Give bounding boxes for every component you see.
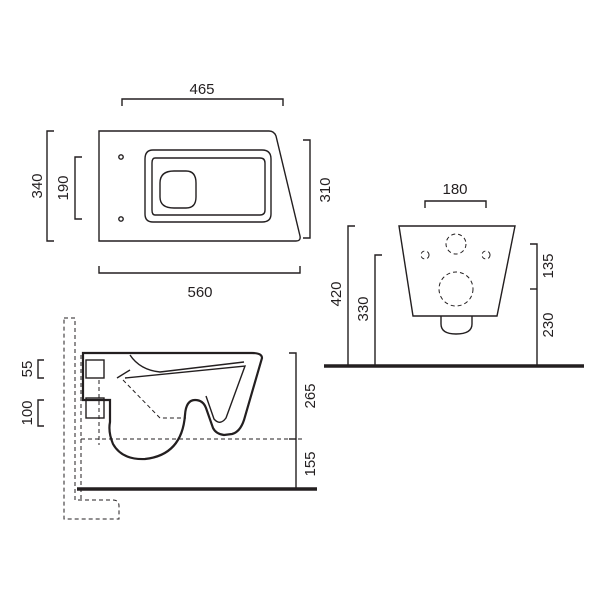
outlet-connector xyxy=(85,397,105,419)
inlet-connector xyxy=(85,359,105,379)
dim-lower-hole-height: 230 xyxy=(540,312,557,337)
side-view-bowl xyxy=(81,351,264,461)
dim-bolt-spacing: 190 xyxy=(55,175,72,200)
top-view-bowl xyxy=(151,157,266,216)
dim-outlet-diameter: 100 xyxy=(19,400,36,425)
front-view-body xyxy=(398,225,516,317)
side-view-inner-bowl xyxy=(124,365,247,423)
top-view-outline xyxy=(98,130,301,242)
inlet-spud xyxy=(116,369,131,379)
dim-line-310 xyxy=(303,139,311,239)
bolt-hole-upper xyxy=(118,154,124,160)
top-view-outlet xyxy=(159,170,197,209)
front-view: 180 420 330 135 230 xyxy=(324,181,584,368)
dim-line-330 xyxy=(374,254,382,366)
dim-width-back: 340 xyxy=(29,173,46,198)
front-view-outlet xyxy=(440,316,473,335)
dim-line-465 xyxy=(121,98,284,106)
wall-outline xyxy=(63,317,120,520)
upper-inlet-hole xyxy=(445,233,467,255)
left-fixing-hole xyxy=(420,250,430,260)
dim-width-front: 310 xyxy=(317,177,334,202)
top-view-rim xyxy=(144,149,272,223)
bolt-hole-lower xyxy=(118,216,124,222)
dim-inlet-offset: 55 xyxy=(19,361,36,378)
dim-line-135-230 xyxy=(530,243,538,366)
right-fixing-hole xyxy=(481,250,491,260)
side-view: 55 100 265 155 xyxy=(19,317,319,520)
dim-hole-spacing: 180 xyxy=(442,181,467,198)
dim-line-560 xyxy=(98,266,301,274)
dim-line-265-155 xyxy=(289,352,297,490)
dim-bowl-length: 465 xyxy=(189,81,214,98)
dim-line-100 xyxy=(37,399,44,427)
side-view-rim xyxy=(129,354,245,373)
dim-total-length: 560 xyxy=(187,284,212,301)
top-view: 465 560 340 190 310 xyxy=(29,81,334,301)
dim-line-55 xyxy=(37,359,44,379)
dim-bowl-height: 265 xyxy=(302,383,319,408)
inlet-pipe xyxy=(122,379,186,419)
dim-line-340 xyxy=(46,130,54,242)
dim-line-190 xyxy=(74,156,82,220)
dim-fixing-height: 420 xyxy=(328,281,345,306)
dim-line-420 xyxy=(347,225,355,366)
lower-outlet-hole xyxy=(438,271,474,307)
dim-outlet-to-floor: 155 xyxy=(302,451,319,476)
dim-outlet-height: 330 xyxy=(355,296,372,321)
dim-top-to-upper-hole: 135 xyxy=(540,253,557,278)
dim-line-180 xyxy=(424,200,487,208)
